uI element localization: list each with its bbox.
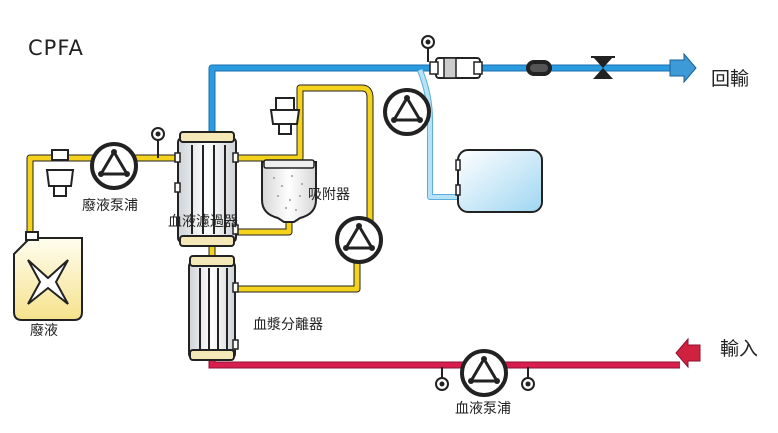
input-label: 輸入 bbox=[720, 338, 759, 360]
pressure-gauge-return bbox=[421, 35, 435, 62]
replacement-pump bbox=[383, 88, 431, 136]
diagram-title: CPFA bbox=[28, 36, 84, 60]
waste-pump-label: 廢液泵浦 bbox=[82, 198, 138, 214]
return-lines bbox=[208, 64, 680, 200]
waste-filter bbox=[45, 149, 75, 197]
waste-pump bbox=[90, 142, 138, 190]
waste-label: 廢液 bbox=[30, 323, 58, 339]
blood-pump bbox=[460, 349, 508, 397]
pressure-gauge-waste bbox=[151, 127, 165, 158]
hemofilter bbox=[174, 131, 239, 247]
adsorber bbox=[261, 97, 317, 223]
replacement-bag bbox=[455, 149, 543, 213]
hemofilter-label: 血液濾過器 bbox=[168, 214, 238, 230]
plasma-separator bbox=[188, 255, 239, 361]
blood-pump-label: 血液泵浦 bbox=[455, 401, 511, 417]
plasma-separator-label: 血漿分離器 bbox=[253, 317, 323, 333]
return-label: 回輸 bbox=[711, 68, 750, 90]
adsorber-pump bbox=[335, 216, 383, 264]
return-arrow-icon bbox=[669, 52, 697, 84]
waste-container bbox=[13, 231, 83, 321]
pressure-gauge-input-left bbox=[435, 367, 449, 391]
valve-icon bbox=[591, 56, 615, 79]
adsorber-label: 吸附器 bbox=[308, 187, 350, 203]
air-trap bbox=[429, 57, 483, 79]
input-lines bbox=[208, 358, 680, 369]
input-arrow-icon bbox=[675, 337, 701, 369]
pressure-gauge-input-right bbox=[521, 367, 535, 391]
line-clamp bbox=[526, 60, 552, 76]
